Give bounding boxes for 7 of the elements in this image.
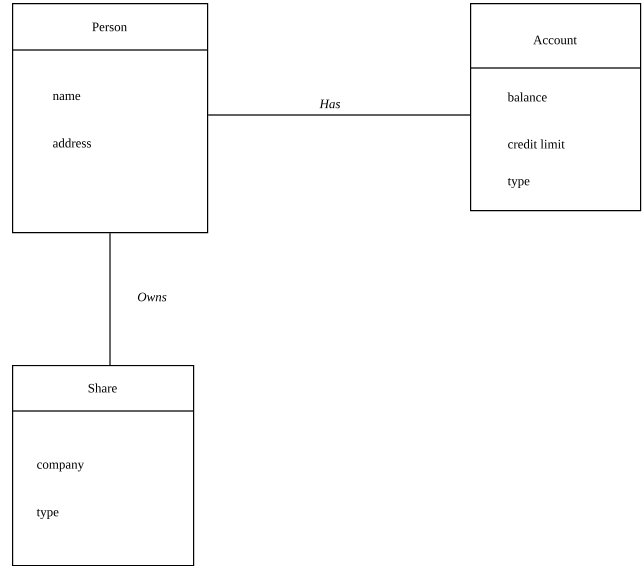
connector-line xyxy=(208,114,470,116)
edge-label: Owns xyxy=(138,292,166,302)
edge-label: Has xyxy=(319,100,340,108)
connector-line xyxy=(109,233,111,365)
class-box: Person name address xyxy=(12,2,208,234)
class-box: Account balance credit limit type xyxy=(470,2,642,212)
class-box: Share company type xyxy=(12,364,194,566)
